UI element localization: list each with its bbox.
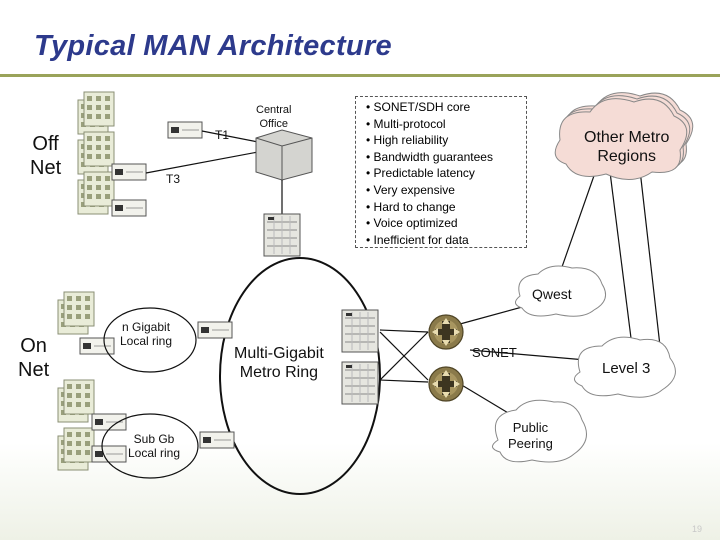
t3-link: [145, 151, 259, 174]
central-office-label: Central Office: [256, 104, 292, 130]
metro-rack-1: [341, 309, 379, 353]
on-net-building-1: [57, 291, 95, 335]
sonet-characteristics-box: • SONET/SDH core • Multi-protocol • High…: [355, 96, 527, 248]
t1-label: T1: [215, 128, 230, 142]
bullet-item: • Multi-protocol: [366, 116, 446, 131]
on-net-building-2: [57, 379, 95, 423]
on-net-switch-1: [79, 337, 115, 355]
on-net-label: On Net: [18, 335, 50, 381]
metro-rack-2: [341, 361, 379, 405]
qwest-label: Qwest: [532, 286, 572, 302]
t3-label: T3: [166, 172, 181, 186]
off-net-label: Off Net: [30, 133, 62, 179]
bullet-item: • SONET/SDH core: [366, 100, 471, 114]
level3-cloud: [574, 336, 676, 398]
off-net-building-1: [77, 91, 115, 135]
n-gigabit-label: n Gigabit Local ring: [120, 320, 173, 348]
bullet-item: • Inefficient for data: [366, 232, 469, 247]
central-office-switch: [255, 129, 313, 214]
slide-title: Typical MAN Architecture: [34, 30, 392, 62]
on-net-switch-2: [91, 413, 127, 431]
router-1: [428, 314, 464, 350]
other-metro-cloud: [554, 92, 694, 180]
off-net-building-3: [77, 171, 115, 215]
multi-gigabit-label: Multi-Gigabit Metro Ring: [234, 345, 324, 381]
bullet-item: • Voice optimized: [366, 216, 458, 231]
bullet-item: • High reliability: [366, 133, 449, 148]
bullet-item: • Bandwidth guarantees: [366, 149, 493, 164]
central-office-rack: [263, 213, 301, 257]
on-net-ring-switch-2: [199, 431, 235, 449]
bullet-item: • Predictable latency: [366, 166, 475, 181]
sonet-label: SONET: [472, 345, 517, 360]
bullet-item: • Hard to change: [366, 199, 456, 214]
t1-link: [201, 130, 259, 143]
qwest-cloud: [515, 265, 607, 317]
off-net-switch-1: [167, 121, 203, 139]
off-net-building-2: [77, 131, 115, 175]
sonet-links: [379, 299, 587, 421]
other-metro-links: [555, 169, 661, 347]
title-rule: [0, 74, 720, 77]
router-2: [428, 366, 464, 402]
sub-gb-ring: [101, 413, 199, 479]
public-peering-label: Public Peering: [508, 420, 553, 451]
off-net-switch-3: [111, 199, 147, 217]
on-net-switch-3: [91, 445, 127, 463]
n-gigabit-ring: [103, 307, 197, 373]
metro-ring: [219, 257, 381, 495]
level3-label: Level 3: [602, 360, 651, 377]
other-metro-label: Other Metro Regions: [584, 129, 670, 165]
off-net-switch-2: [111, 163, 147, 181]
on-net-building-3: [57, 427, 95, 471]
bullet-item: • Very expensive: [366, 182, 455, 197]
sub-gb-label: Sub Gb Local ring: [128, 432, 181, 460]
page-number: 19: [691, 524, 702, 534]
public-peering-cloud: [492, 399, 587, 463]
on-net-ring-switch-1: [197, 321, 233, 339]
